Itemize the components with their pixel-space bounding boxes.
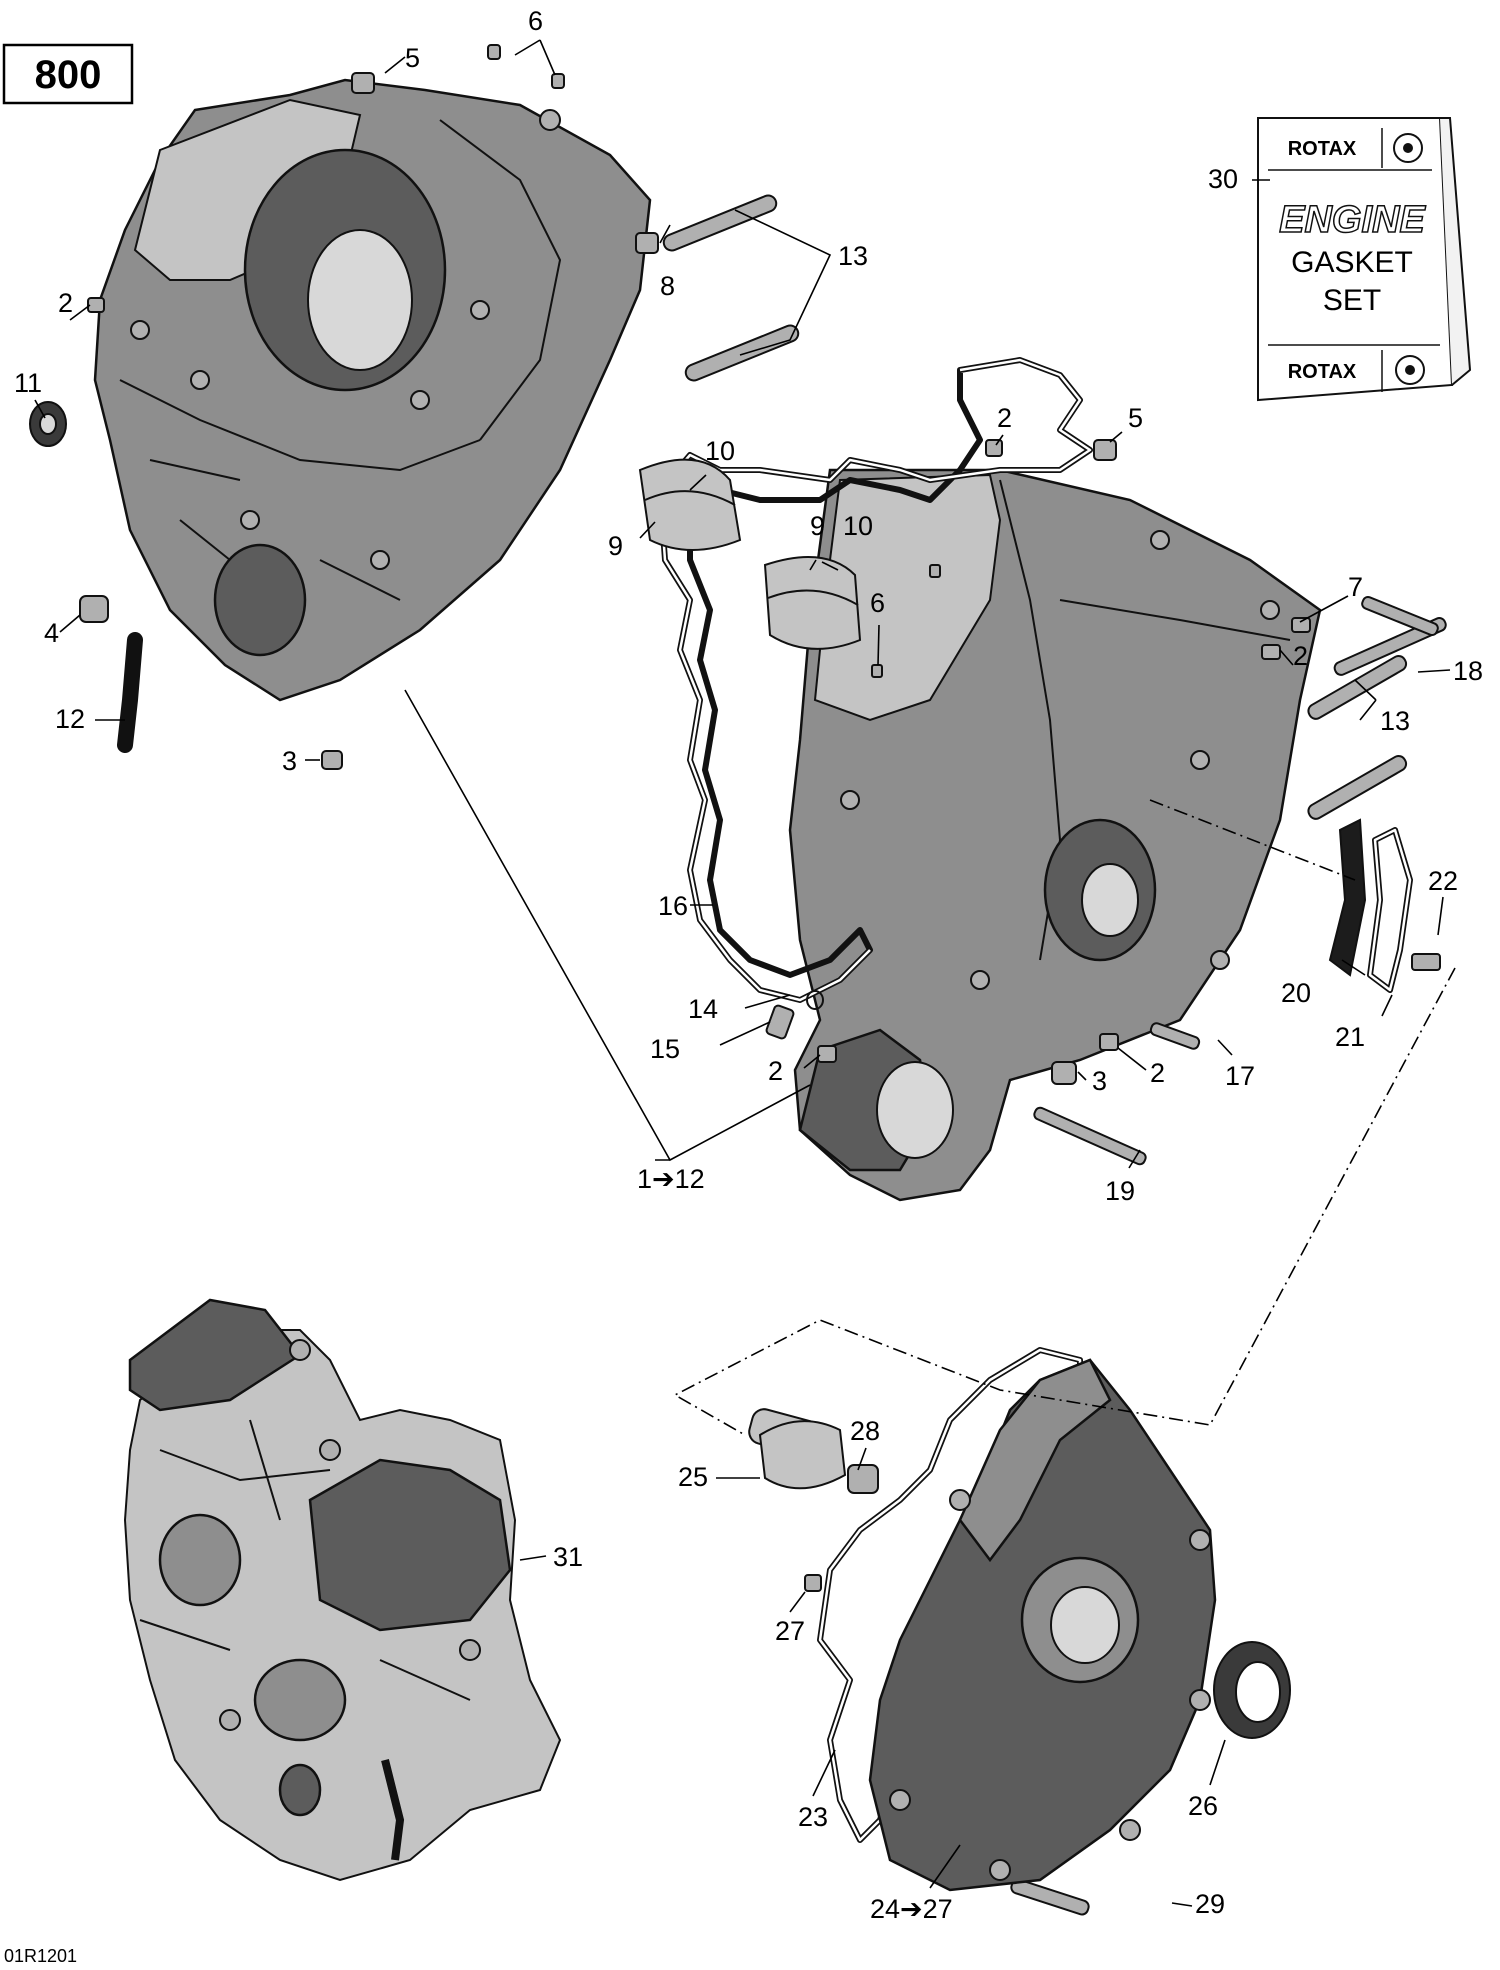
model-badge-text: 800 [35, 53, 102, 97]
callout-6-top: 6 [528, 6, 543, 36]
crankcase-half-left [93, 78, 652, 702]
callout-8: 8 [660, 271, 675, 301]
callout-3-left: 3 [282, 746, 297, 776]
callout-15: 15 [650, 1034, 680, 1064]
callout-12: 12 [55, 704, 85, 734]
studs-upper [662, 194, 800, 382]
callout-14: 14 [688, 994, 718, 1024]
callout-2-bottom: 2 [1150, 1058, 1165, 1088]
callout-13-upper: 13 [838, 241, 868, 271]
callout-6-center: 6 [870, 588, 885, 618]
bearing-center [763, 556, 862, 650]
callout-10-center: 10 [843, 511, 873, 541]
callout-2-lower: 2 [768, 1056, 783, 1086]
callout-5-right: 5 [1128, 403, 1143, 433]
leader-lines [34, 39, 1451, 1907]
callout-3-right: 3 [1092, 1066, 1107, 1096]
callout-18: 18 [1453, 656, 1483, 686]
callout-9-center: 9 [810, 511, 825, 541]
callout-16: 16 [658, 891, 688, 921]
callout-10-left: 10 [705, 436, 735, 466]
oil-seal-26 [1213, 1641, 1291, 1739]
callout-25: 25 [678, 1462, 708, 1492]
kit-brand-bottom: ROTAX [1288, 361, 1357, 383]
callout-5-top: 5 [405, 43, 420, 73]
callout-20: 20 [1281, 978, 1311, 1008]
complete-engine-assembly [123, 1298, 562, 1882]
callout-9-left: 9 [608, 531, 623, 561]
drawing-code: 01R1201 [4, 1946, 77, 1966]
callout-labels: 5 6 8 13 2 11 4 12 3 10 9 9 10 2 5 6 7 2… [14, 6, 1483, 1924]
callout-1-to-12: 1➔12 [637, 1164, 705, 1194]
cover-gaskets-small [1328, 818, 1413, 993]
callout-22: 22 [1428, 866, 1458, 896]
callout-2-top: 2 [997, 403, 1012, 433]
kit-brand-top: ROTAX [1288, 138, 1357, 160]
callout-7: 7 [1348, 572, 1363, 602]
callout-21: 21 [1335, 1022, 1365, 1052]
callout-13-lower: 13 [1380, 706, 1410, 736]
bearing-25 [758, 1420, 847, 1490]
crankcase-gasket [657, 357, 1093, 1003]
callout-4: 4 [44, 618, 59, 648]
callout-2-left: 2 [58, 288, 73, 318]
model-badge: 800 [2, 43, 134, 105]
kit-title-gasket: GASKET [1291, 246, 1413, 279]
callout-23: 23 [798, 1802, 828, 1832]
callout-19: 19 [1105, 1176, 1135, 1206]
callout-27: 27 [775, 1616, 805, 1646]
kit-title-set: SET [1323, 284, 1381, 317]
rotax-logo-icon-bottom-center [1405, 365, 1415, 375]
callout-26: 26 [1188, 1791, 1218, 1821]
rotax-logo-icon-center [1403, 143, 1413, 153]
end-cover [817, 1347, 1217, 1892]
assembly-lines [673, 799, 1456, 1436]
callout-24-to-27: 24➔27 [870, 1894, 953, 1924]
callout-30: 30 [1208, 164, 1238, 194]
callout-28: 28 [850, 1416, 880, 1446]
crankcase-half-right [788, 468, 1322, 1202]
callout-11: 11 [14, 368, 42, 398]
bearing-left [638, 458, 742, 551]
studs-lower [1307, 617, 1447, 820]
callout-31: 31 [553, 1542, 583, 1572]
gasket-kit-card: ROTAX ENGINE GASKET SET ROTAX [1257, 117, 1472, 402]
callout-2-right: 2 [1293, 641, 1308, 671]
kit-title-engine: ENGINE [1279, 199, 1426, 241]
callout-29: 29 [1195, 1889, 1225, 1919]
callout-17: 17 [1225, 1061, 1255, 1091]
